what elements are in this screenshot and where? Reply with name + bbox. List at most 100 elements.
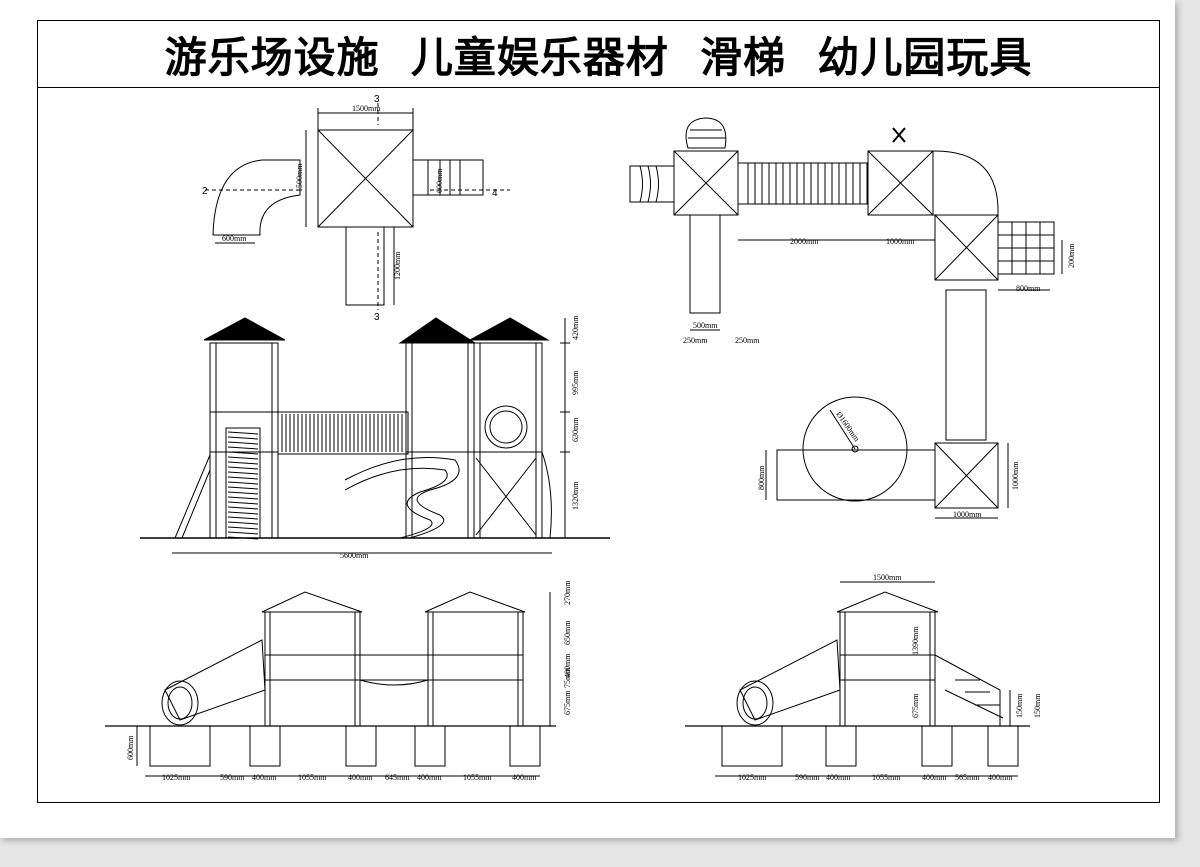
- basket-plan: [685, 117, 727, 149]
- hatch-line: [227, 516, 259, 520]
- dim-stair-height: 600mm: [435, 168, 444, 193]
- footing: [921, 725, 953, 767]
- dim-height-bl: 675mm: [563, 690, 572, 715]
- dim-left-height: 1500mm: [295, 163, 304, 192]
- hatch-line: [227, 476, 259, 480]
- hatch-line: [227, 506, 259, 510]
- dim-total-width: 5600mm: [340, 551, 369, 560]
- cad-drawing: 3 3 2 4 1500mm 1500mm 600mm 600mm 1200mm: [105, 94, 1076, 782]
- plan-view-left: [205, 103, 510, 310]
- hatch-line: [227, 486, 259, 490]
- dim-width-bl: 400mm: [417, 773, 442, 782]
- hatch-line: [227, 451, 259, 455]
- dim-width-bl: 1055mm: [298, 773, 327, 782]
- tower-1-elev: [209, 342, 279, 539]
- bridge-plan: [737, 162, 869, 205]
- vertical-bridge-plan: [945, 289, 987, 441]
- side-elevation-right: [685, 581, 1030, 777]
- stair-left: [174, 454, 211, 539]
- tower-2-plan: [867, 150, 934, 216]
- hatch-line: [227, 441, 259, 445]
- footing: [345, 725, 377, 767]
- section-label-right: 4: [492, 188, 498, 199]
- dim-height-bl: 600mm: [126, 735, 135, 760]
- slide-exit-plan: [776, 449, 936, 501]
- dim-upper: 995mm: [571, 370, 580, 395]
- section-label-bottom: 3: [374, 312, 380, 323]
- tunnel-slide-br: [739, 639, 841, 721]
- roof-bl-2: [424, 591, 526, 613]
- curved-slide-plan: [212, 159, 301, 236]
- hatch-line: [227, 496, 259, 500]
- hatch-line: [227, 521, 259, 525]
- tower-2-elev: [405, 342, 475, 539]
- dim-offset-left: 250mm: [683, 336, 708, 345]
- hatch-line: [227, 501, 259, 505]
- spiral-slide-elev: [344, 457, 460, 539]
- hatch-line: [227, 456, 259, 460]
- dim-width-br: 590mm: [795, 773, 820, 782]
- hatch-line: [227, 511, 259, 515]
- tower-3-elev: [473, 342, 543, 539]
- dim-width-bl: 400mm: [252, 773, 277, 782]
- dim-width-bl: 645mm: [385, 773, 410, 782]
- dim-ladder-height: 200mm: [1067, 243, 1076, 268]
- drawing-frame: 游乐场设施 儿童娱乐器材 滑梯 幼儿园玩具: [37, 20, 1160, 803]
- footing: [414, 725, 446, 767]
- dim-ladder-width: 800mm: [1016, 284, 1041, 293]
- hatch-line: [227, 536, 259, 540]
- section-label-top: 3: [374, 94, 380, 105]
- hatch-line: [227, 446, 259, 450]
- dim-base-height: 1000mm: [1011, 461, 1020, 490]
- dim-height-br: 150mm: [1015, 693, 1024, 718]
- dim-width-bl: 590mm: [220, 773, 245, 782]
- hatch-line: [227, 526, 259, 530]
- stair-br: [934, 654, 1001, 726]
- roof-1: [203, 317, 286, 341]
- bridge-bl: [359, 679, 429, 686]
- dim-base-width: 1000mm: [953, 510, 982, 519]
- page-title: 游乐场设施 儿童娱乐器材 滑梯 幼儿园玩具: [164, 32, 1033, 82]
- dim-height-bl: 400mm: [563, 653, 572, 678]
- hatch-line: [227, 481, 259, 485]
- dim-height-bl: 650mm: [563, 620, 572, 645]
- dim-chute-length: 1200mm: [393, 251, 402, 280]
- tower-bl-1: [264, 611, 361, 727]
- dim-roof: 420mm: [571, 315, 580, 340]
- dim-width-bl: 400mm: [348, 773, 373, 782]
- plan-view-right: [629, 117, 1063, 519]
- dim-height-br: 675mm: [911, 693, 920, 718]
- dim-height-bl: 270mm: [563, 580, 572, 605]
- dim-width-br: 1025mm: [738, 773, 767, 782]
- footing: [509, 725, 541, 767]
- elbow-slide-plan: [932, 150, 999, 216]
- dim-top-width-br: 1500mm: [873, 573, 902, 582]
- roof-bl-1: [261, 591, 363, 613]
- dim-width-br: 400mm: [922, 773, 947, 782]
- footing: [249, 725, 281, 767]
- dim-lower: 1320mm: [571, 481, 580, 510]
- dim-slide-width: 600mm: [222, 234, 247, 243]
- hatch-line: [227, 531, 259, 535]
- dim-height-br: 1390mm: [911, 626, 920, 655]
- tunnel-slide-bl: [164, 639, 266, 721]
- dim-post-width: 500mm: [693, 321, 718, 330]
- footing: [149, 725, 211, 767]
- chute-plan: [345, 226, 385, 306]
- drawing-sheet: 游乐场设施 儿童娱乐器材 滑梯 幼儿园玩具: [0, 0, 1175, 838]
- front-elevation: [140, 317, 610, 554]
- tube-slide-plan: [802, 396, 908, 502]
- dim-middle: 630mm: [571, 417, 580, 442]
- tower-bl-2: [427, 611, 524, 727]
- dim-tower-gap: 1000mm: [886, 237, 915, 246]
- dim-width-bl: 400mm: [512, 773, 537, 782]
- post-plan: [689, 214, 721, 314]
- footing: [721, 725, 783, 767]
- tube-plan: [629, 165, 675, 203]
- stair-plan: [412, 159, 484, 196]
- dim-slide-depth: 800mm: [757, 465, 766, 490]
- side-elevation-left: [105, 591, 556, 777]
- title-block: 游乐场设施 儿童娱乐器材 滑梯 幼儿园玩具: [38, 21, 1159, 88]
- hatch-line: [227, 436, 259, 440]
- pole: [541, 451, 552, 539]
